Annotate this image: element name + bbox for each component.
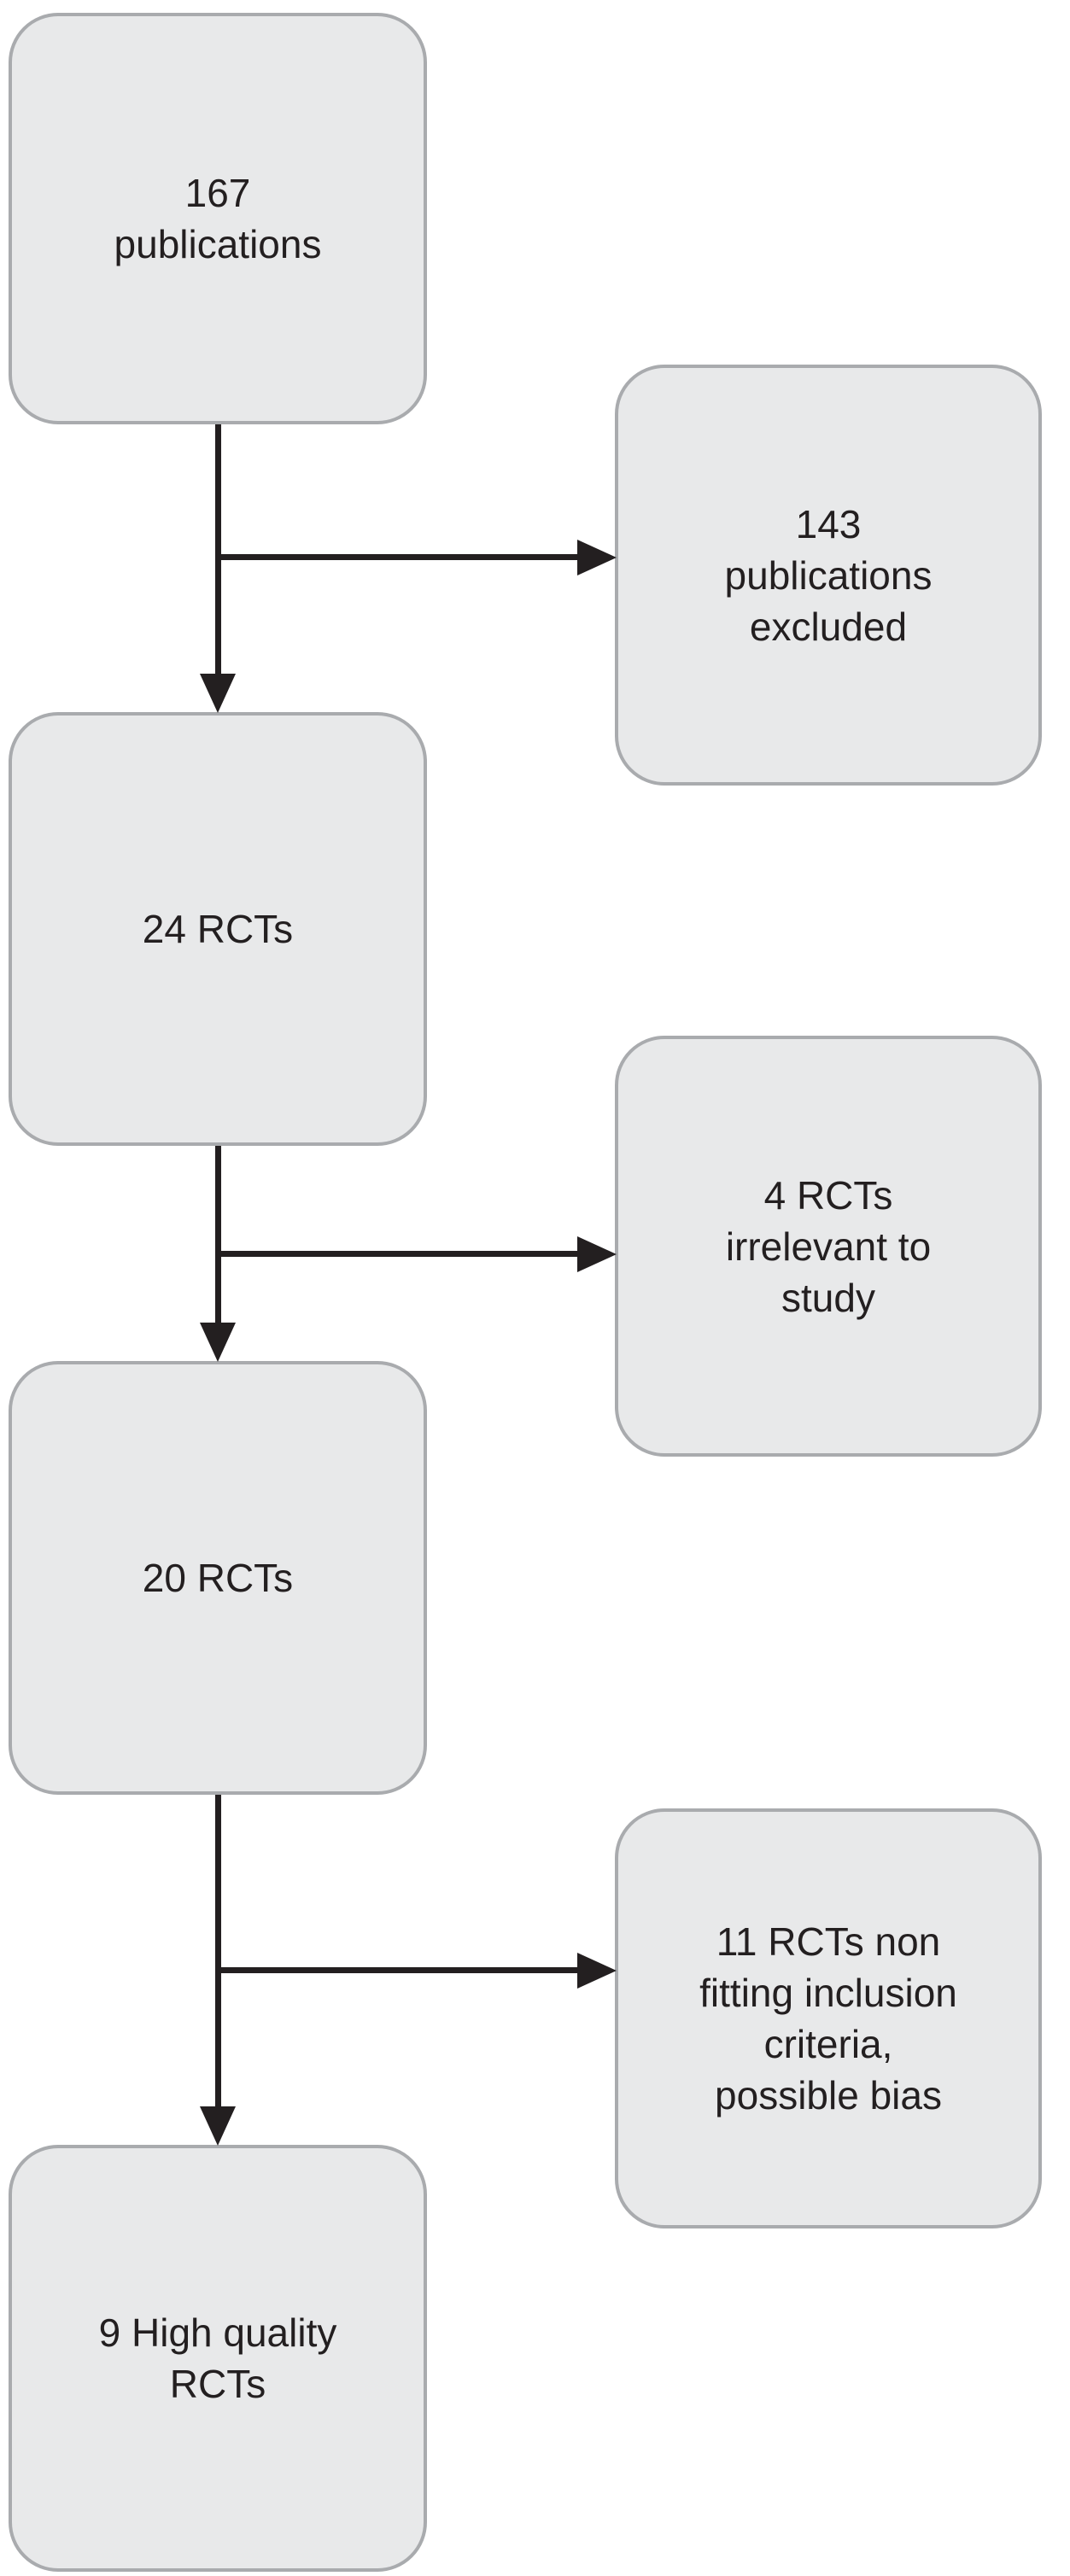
box-label-line: excluded (749, 604, 908, 649)
connector-branch-2 (218, 1251, 581, 1257)
arrowhead-down-3 (200, 2106, 236, 2146)
box-label: 20 RCTs (143, 1552, 293, 1603)
box-label-line: RCTs (169, 2362, 266, 2406)
box-label: 143 publications excluded (725, 499, 933, 652)
box-publications-total: 167 publications (9, 13, 427, 424)
box-label-line: 11 RCTs non (716, 1919, 941, 1964)
connector-vertical-2 (215, 1146, 221, 1326)
arrowhead-right-1 (577, 540, 617, 575)
box-9-high-quality-rcts: 9 High quality RCTs (9, 2145, 427, 2572)
box-label-line: publications (114, 222, 322, 266)
arrowhead-right-3 (577, 1953, 617, 1989)
box-label: 9 High quality RCTs (99, 2307, 337, 2410)
box-label-line: study (781, 1275, 875, 1320)
box-label-line: 24 RCTs (142, 907, 294, 951)
box-20-rcts: 20 RCTs (9, 1361, 427, 1795)
box-label-line: 9 High quality (98, 2310, 337, 2355)
arrowhead-right-2 (577, 1236, 617, 1272)
connector-branch-3 (218, 1967, 581, 1973)
box-label-line: 143 (795, 501, 862, 546)
box-label: 167 publications (114, 167, 322, 270)
box-label: 24 RCTs (143, 903, 293, 955)
box-label-line: publications (724, 552, 933, 598)
box-label-line: possible bias (715, 2073, 942, 2117)
arrowhead-down-1 (200, 674, 236, 713)
connector-branch-1 (218, 554, 581, 560)
box-24-rcts: 24 RCTs (9, 712, 427, 1146)
box-label-line: irrelevant to (725, 1224, 932, 1269)
arrowhead-down-2 (200, 1323, 236, 1362)
box-4-rcts-irrelevant: 4 RCTs irrelevant to study (615, 1036, 1042, 1457)
box-label-line: 167 (184, 171, 251, 215)
box-label-line: 20 RCTs (142, 1556, 294, 1600)
box-label: 11 RCTs non fitting inclusion criteria, … (699, 1916, 957, 2121)
connector-vertical-1 (215, 424, 221, 678)
box-11-rcts-non-fitting: 11 RCTs non fitting inclusion criteria, … (615, 1808, 1042, 2228)
box-label: 4 RCTs irrelevant to study (726, 1170, 931, 1323)
box-143-publications-excluded: 143 publications excluded (615, 365, 1042, 786)
connector-vertical-3 (215, 1795, 221, 2110)
box-label-line: criteria, (763, 2022, 893, 2066)
box-label-line: fitting inclusion (699, 1971, 957, 2015)
box-label-line: 4 RCTs (763, 1172, 893, 1218)
